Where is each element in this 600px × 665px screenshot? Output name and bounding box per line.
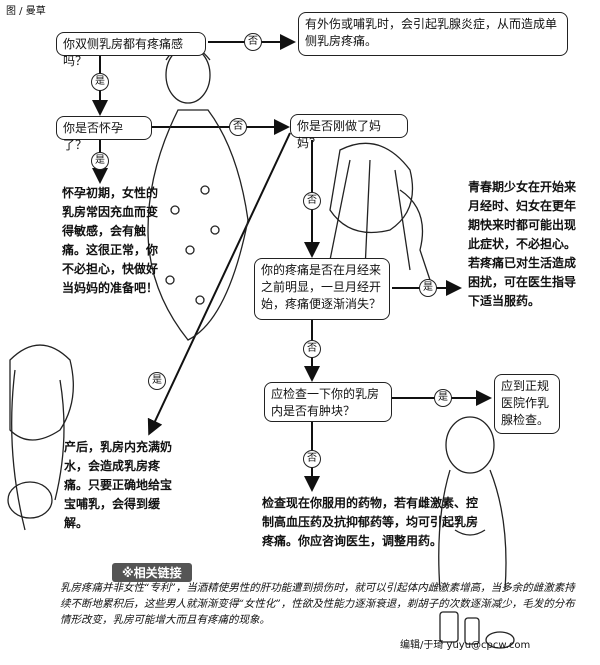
answer-no-badge: 否 xyxy=(303,340,321,358)
medicine-bottles-illustration xyxy=(439,611,515,649)
related-link-text: 乳房疼痛并非女性“专利”，当酒精使男性的肝功能遭到损伤时，就可以引起体内雌激素增… xyxy=(60,582,575,626)
question-pregnant: 你是否怀孕了？ xyxy=(56,116,152,152)
result-hospital-exam: 应到正规医院作乳腺检查。 xyxy=(494,374,560,434)
answer-no-badge: 否 xyxy=(244,33,262,51)
editor-credit: 编辑/于琦 yuyu@cpcw.com xyxy=(400,640,531,651)
result-postpartum: 产后，乳房内充满奶水，会造成乳房疼痛。只要正确地给宝宝哺乳，会得到缓解。 xyxy=(64,440,173,530)
question-breast-lump: 应检查一下你的乳房内是否有肿块？ xyxy=(264,382,392,422)
answer-yes-badge: 是 xyxy=(148,372,166,390)
result-unilateral-inflammation: 有外伤或哺乳时，会引起乳腺炎症，从而造成单侧乳房疼痛。 xyxy=(298,12,568,56)
worried-girl-illustration xyxy=(329,142,431,281)
question-new-mother: 你是否刚做了妈妈？ xyxy=(290,114,408,150)
related-link-title: ※相关链接 xyxy=(112,563,192,582)
woman-torso-illustration xyxy=(438,416,507,591)
result-menstrual-hormonal: 青春期少女在开始来月经时、妇女在更年期快来时都可能出现此症状，不必担心。若疼痛已… xyxy=(468,180,577,308)
answer-no-badge: 否 xyxy=(229,118,247,136)
header-credit: 图 / 曼草 xyxy=(6,6,46,17)
answer-yes-badge: 是 xyxy=(91,152,109,170)
answer-yes-badge: 是 xyxy=(419,279,437,297)
mother-baby-illustration xyxy=(7,344,74,531)
result-early-pregnancy: 怀孕初期，女性的乳房常因充血而变得敏感，会有触痛。这很正常，你不必担心，快做好当… xyxy=(62,186,159,295)
answer-yes-badge: 是 xyxy=(434,389,452,407)
answer-no-badge: 否 xyxy=(303,450,321,468)
answer-no-badge: 否 xyxy=(303,192,321,210)
answer-yes-badge: 是 xyxy=(91,73,109,91)
question-bilateral-pain: 你双侧乳房都有疼痛感吗？ xyxy=(56,32,206,68)
pregnant-woman-illustration xyxy=(147,44,249,341)
result-medication-check: 检查现在你服用的药物，若有雌激素、控制高血压药及抗抑郁药等，均可引起乳房疼痛。你… xyxy=(262,496,479,548)
question-menstrual-pattern: 你的疼痛是否在月经来之前明显，一旦月经开始，疼痛便逐渐消失？ xyxy=(254,258,390,320)
